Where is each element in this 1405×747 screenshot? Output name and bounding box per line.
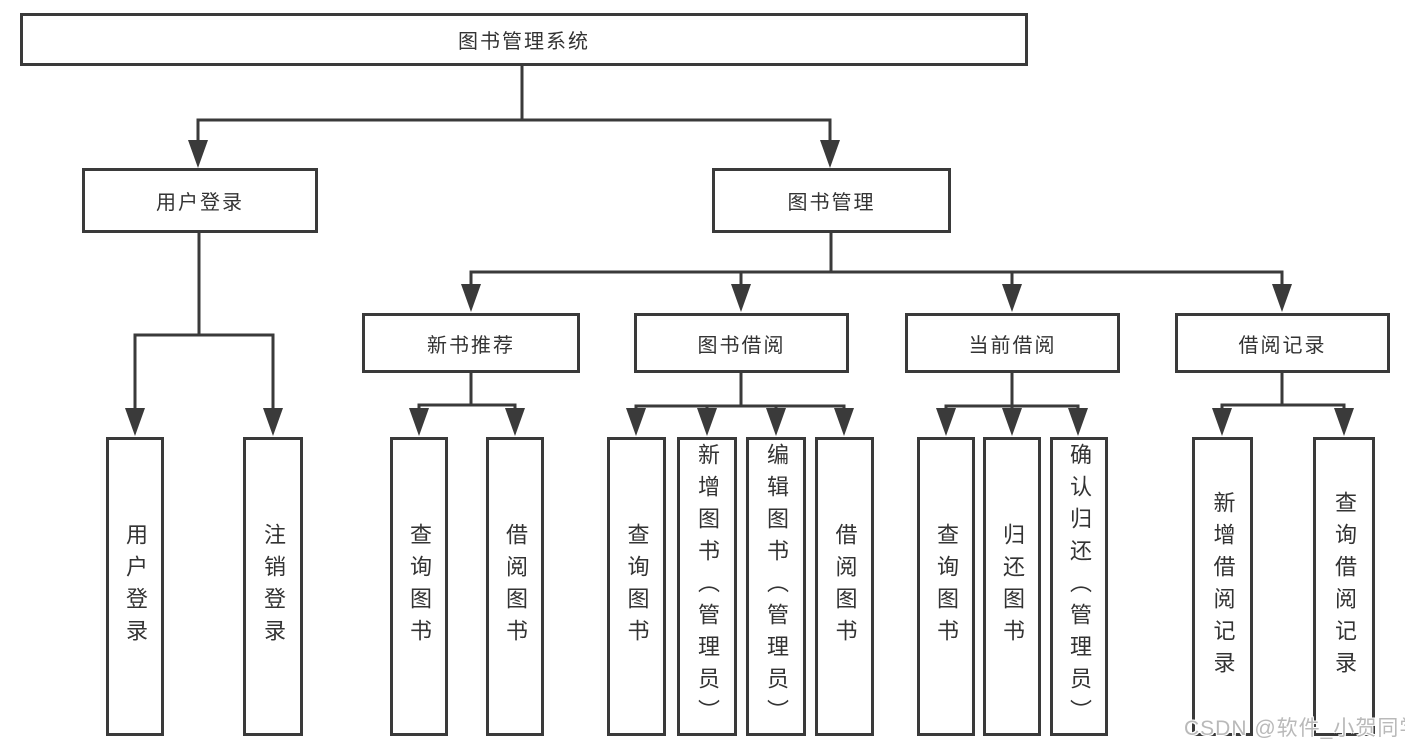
node-user-login-label: 用户登录 xyxy=(156,192,244,214)
node-query-books-3-label: 查询图书 xyxy=(934,522,959,651)
watermark: CSDN @软件_小贺同学 xyxy=(1184,717,1405,740)
arrowhead xyxy=(1002,284,1022,312)
node-borrow-books-2-label: 借阅图书 xyxy=(832,522,858,651)
node-query-borrow-record-label: 查询借阅记录 xyxy=(1332,490,1357,683)
node-query-books-1: 查询图书 xyxy=(390,437,448,736)
arrowhead xyxy=(697,408,717,436)
node-book-management: 图书管理 xyxy=(712,168,951,233)
node-edit-books-admin-label: 编辑图书（管理员） xyxy=(764,442,789,731)
arrowhead xyxy=(263,408,283,436)
node-current-borrowing: 当前借阅 xyxy=(905,313,1120,373)
node-user-login-leaf: 用户登录 xyxy=(106,437,164,736)
node-book-borrowing-label: 图书借阅 xyxy=(697,334,786,357)
node-logout: 注销登录 xyxy=(243,437,303,736)
node-borrowing-records: 借阅记录 xyxy=(1175,313,1390,373)
node-add-books-admin: 新增图书（管理员） xyxy=(677,437,737,736)
node-query-books-2-label: 查询图书 xyxy=(624,522,650,651)
node-new-book-recommend: 新书推荐 xyxy=(362,313,580,373)
edge-user-login-to-leaves xyxy=(133,232,275,430)
node-add-books-admin-label: 新增图书（管理员） xyxy=(695,442,720,731)
arrowhead xyxy=(1002,408,1022,436)
arrowhead xyxy=(820,140,840,168)
arrowhead xyxy=(731,284,751,312)
node-query-books-2: 查询图书 xyxy=(607,437,666,736)
node-return-books: 归还图书 xyxy=(983,437,1041,736)
node-add-borrow-record: 新增借阅记录 xyxy=(1192,437,1253,736)
edge-root-to-level2 xyxy=(196,66,832,160)
arrowhead xyxy=(1068,408,1088,436)
arrowhead xyxy=(766,408,786,436)
node-library-system-label: 图书管理系统 xyxy=(458,31,590,53)
node-confirm-return-admin-label: 确认归还（管理员） xyxy=(1067,442,1092,731)
arrowhead xyxy=(1334,408,1354,436)
node-query-books-3: 查询图书 xyxy=(917,437,975,736)
node-edit-books-admin: 编辑图书（管理员） xyxy=(746,437,806,736)
edge-book-borrow-to-leaves xyxy=(634,373,846,430)
node-user-login-leaf-label: 用户登录 xyxy=(123,522,148,651)
arrowhead xyxy=(188,140,208,168)
arrowhead xyxy=(936,408,956,436)
node-return-books-label: 归还图书 xyxy=(1000,522,1025,651)
node-borrow-books-1: 借阅图书 xyxy=(486,437,544,736)
edge-borrow-records-to-leaves xyxy=(1220,373,1346,430)
arrowhead xyxy=(834,408,854,436)
node-new-book-recommend-label: 新书推荐 xyxy=(427,334,515,357)
node-borrowing-records-label: 借阅记录 xyxy=(1238,334,1327,357)
arrowhead xyxy=(626,408,646,436)
node-book-management-label: 图书管理 xyxy=(787,192,876,214)
node-user-login: 用户登录 xyxy=(82,168,318,233)
node-logout-label: 注销登录 xyxy=(261,522,286,651)
node-borrow-books-1-label: 借阅图书 xyxy=(503,522,528,651)
arrowhead xyxy=(409,408,429,436)
node-confirm-return-admin: 确认归还（管理员） xyxy=(1050,437,1108,736)
arrowhead xyxy=(1212,408,1232,436)
node-borrow-books-2: 借阅图书 xyxy=(815,437,874,736)
node-current-borrowing-label: 当前借阅 xyxy=(968,334,1057,357)
node-add-borrow-record-label: 新增借阅记录 xyxy=(1210,490,1236,683)
arrowhead xyxy=(505,408,525,436)
node-query-borrow-record: 查询借阅记录 xyxy=(1313,437,1375,736)
arrowhead xyxy=(1272,284,1292,312)
node-book-borrowing: 图书借阅 xyxy=(634,313,849,373)
edge-book-mgmt-to-level3 xyxy=(469,233,1284,305)
node-query-books-1-label: 查询图书 xyxy=(407,522,432,651)
node-library-system: 图书管理系统 xyxy=(20,13,1028,66)
edge-new-book-to-leaves xyxy=(417,373,517,430)
arrowhead xyxy=(125,408,145,436)
arrowhead xyxy=(461,284,481,312)
